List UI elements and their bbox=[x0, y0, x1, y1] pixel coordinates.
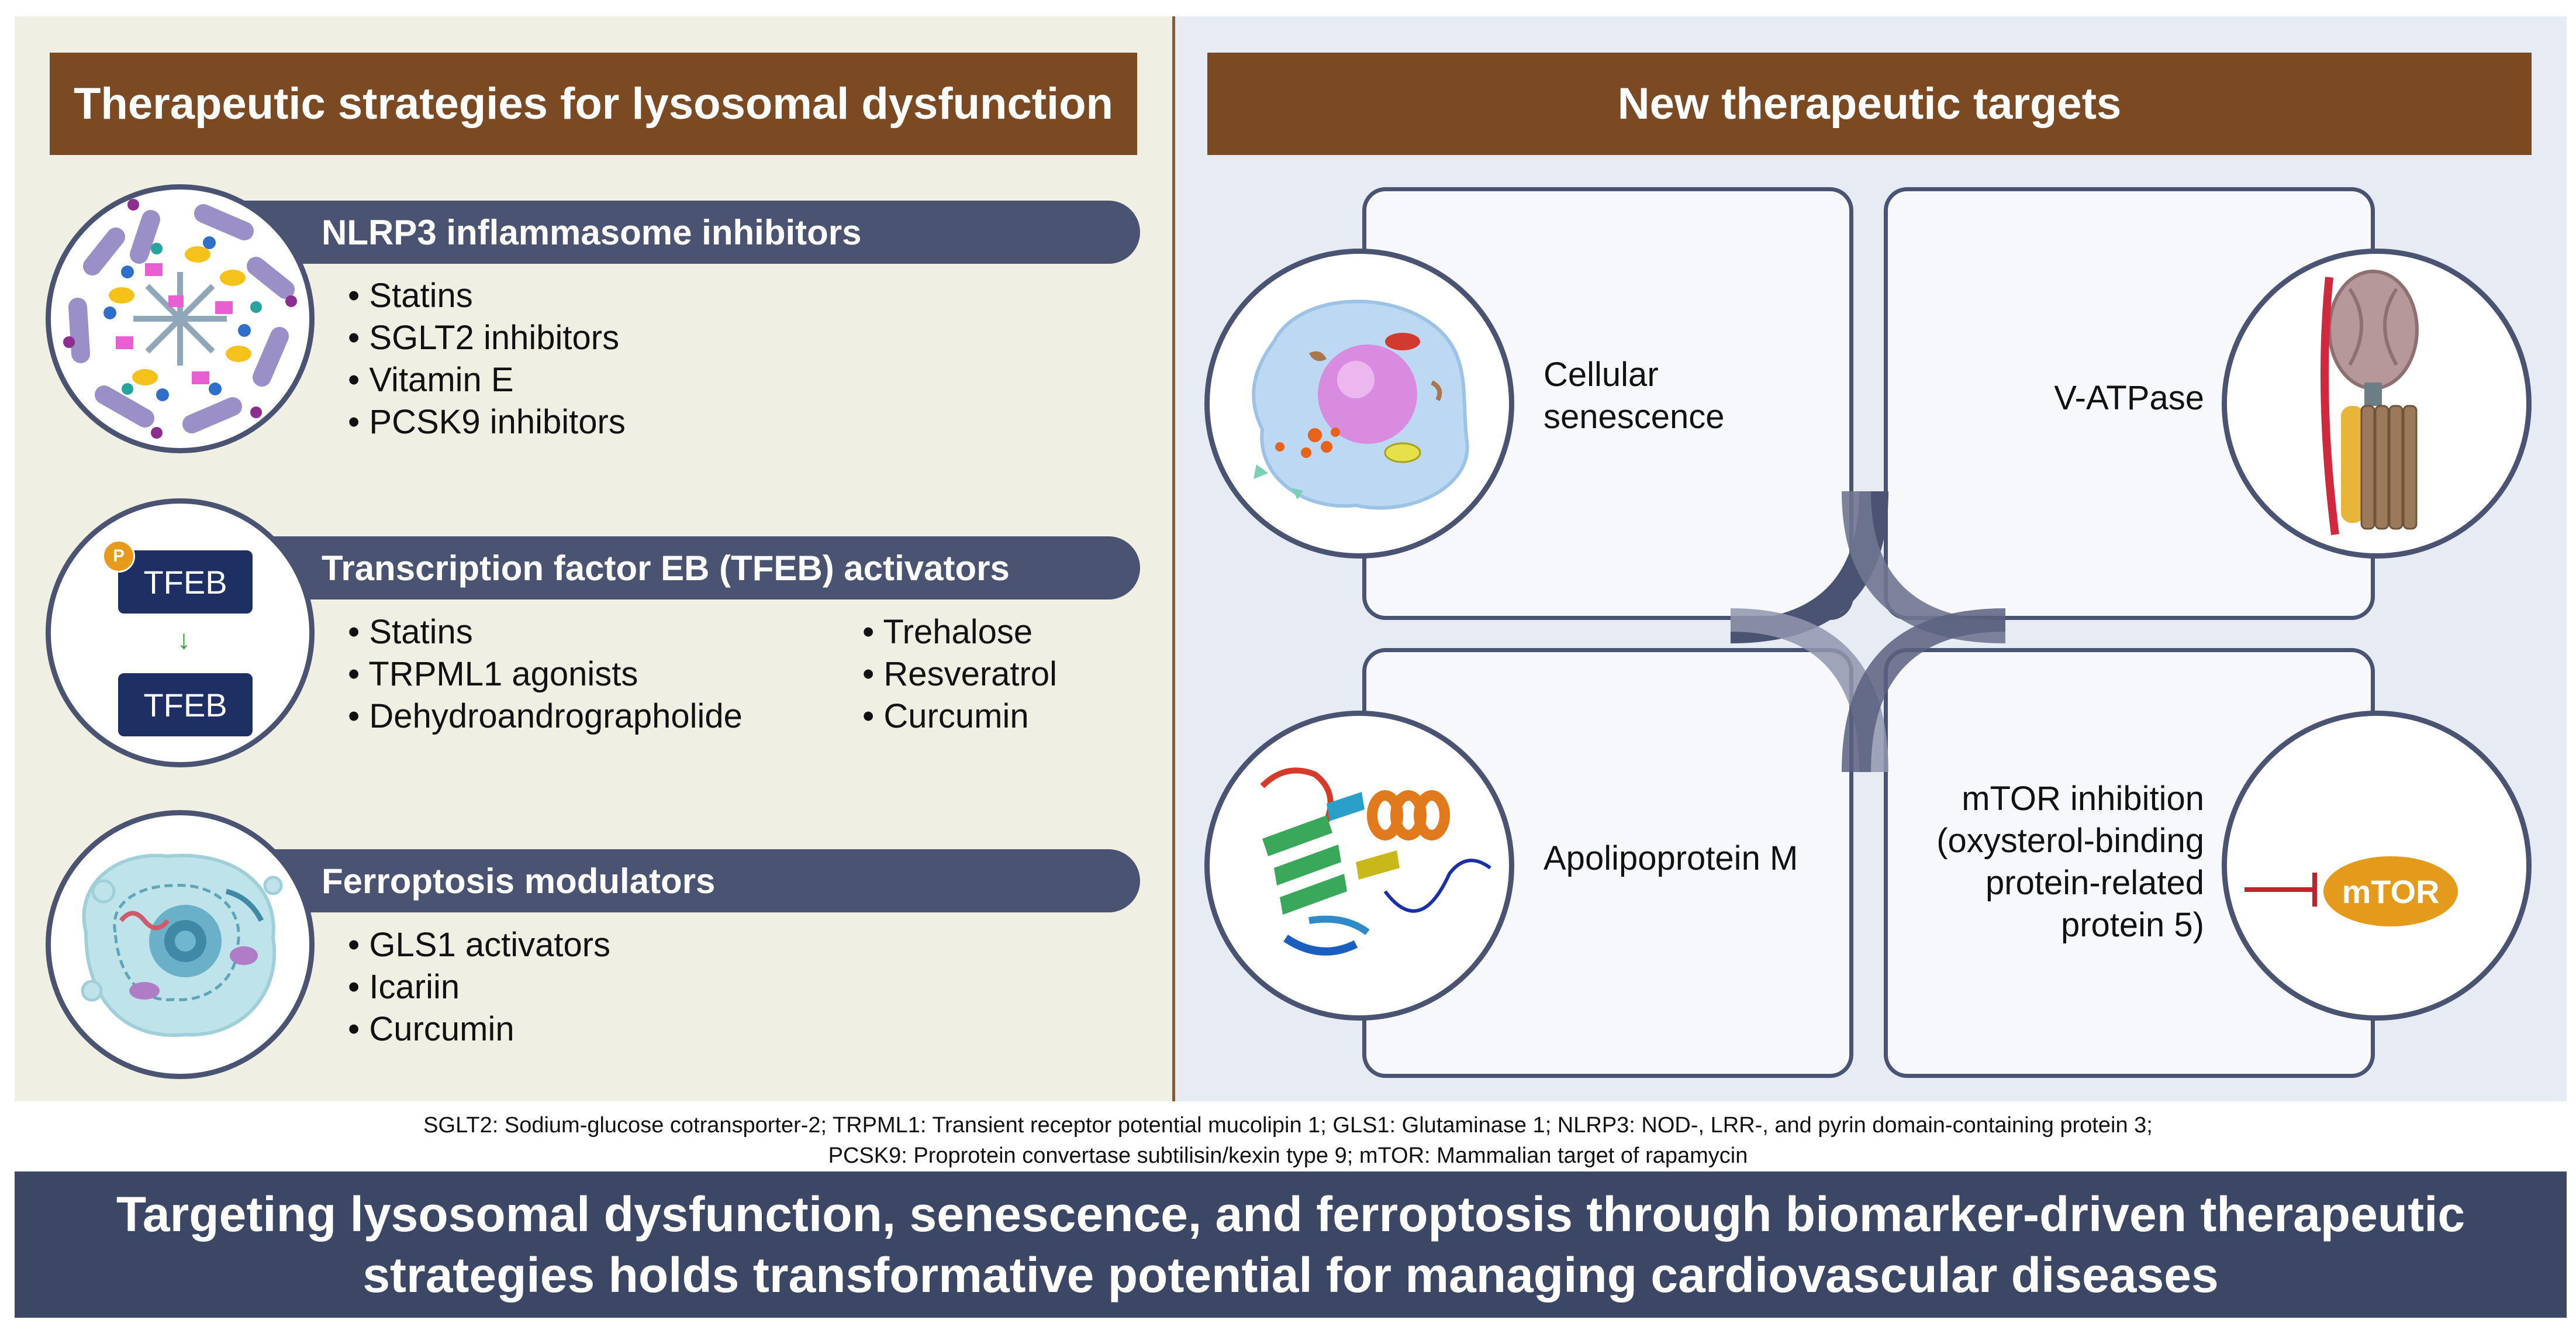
list-item: Statins bbox=[348, 611, 743, 653]
tfeb-box-bottom: TFEB bbox=[118, 673, 253, 736]
tfeb-activator-list-2: Trehalose Resveratrol Curcumin bbox=[862, 611, 1057, 738]
target-label-senescence: Cellular senescence bbox=[1543, 356, 1725, 436]
inhibition-line bbox=[2244, 887, 2315, 892]
phosphate-badge: P bbox=[102, 540, 135, 573]
arrow-down-icon: ↓ bbox=[177, 624, 191, 654]
panel-divider bbox=[1172, 16, 1175, 1101]
list-item: Dehydroandrographolide bbox=[348, 695, 742, 738]
right-panel-title: New therapeutic targets bbox=[1207, 53, 2532, 155]
section-title-ferroptosis: Ferroptosis modulators bbox=[228, 849, 1140, 912]
list-item: Icariin bbox=[348, 966, 610, 1008]
tfeb-phosphorylation-icon: P TFEB ↓ TFEB bbox=[46, 498, 315, 767]
conclusion-line: Targeting lysosomal dysfunction, senesce… bbox=[116, 1187, 2465, 1242]
center-connector-icon bbox=[1731, 491, 2005, 772]
mtor-label-line: mTOR inhibition bbox=[1962, 780, 2204, 818]
ferroptosis-modulator-list: GLS1 activators Icariin Curcumin bbox=[348, 924, 610, 1050]
target-label-vatpase: V-ATPase bbox=[2054, 379, 2204, 417]
list-item: Curcumin bbox=[348, 1008, 610, 1050]
list-item: SGLT2 inhibitors bbox=[348, 317, 626, 359]
target-label-apolipoprotein: Apolipoprotein M bbox=[1543, 839, 1798, 877]
list-item: Trehalose bbox=[862, 611, 1057, 653]
list-item: Vitamin E bbox=[348, 359, 626, 401]
footnote-line: SGLT2: Sodium-glucose cotransporter-2; T… bbox=[423, 1113, 2153, 1138]
tfeb-box-top: TFEB bbox=[118, 550, 253, 614]
senescent-cell-icon bbox=[1204, 249, 1514, 559]
mtor-inhibition-icon: mTOR bbox=[2222, 711, 2532, 1021]
section-title-text: NLRP3 inflammasome inhibitors bbox=[322, 212, 862, 252]
list-item: Statins bbox=[348, 275, 626, 317]
conclusion-line: strategies holds transformative potentia… bbox=[362, 1248, 2219, 1303]
mtor-label-line: protein-related bbox=[1985, 864, 2204, 902]
section-title-text: Transcription factor EB (TFEB) activator… bbox=[322, 548, 1010, 588]
footnote-line: PCSK9: Proprotein convertase subtilisin/… bbox=[828, 1143, 1748, 1168]
section-title-tfeb: Transcription factor EB (TFEB) activator… bbox=[228, 536, 1140, 599]
abbreviation-footnote: SGLT2: Sodium-glucose cotransporter-2; T… bbox=[0, 1110, 2576, 1171]
v-atpase-icon bbox=[2222, 249, 2532, 559]
list-item: GLS1 activators bbox=[348, 924, 610, 966]
tfeb-activator-list-1: Statins TRPML1 agonists Dehydroandrograp… bbox=[348, 611, 743, 738]
nlrp3-inhibitor-list: Statins SGLT2 inhibitors Vitamin E PCSK9… bbox=[348, 275, 626, 443]
inflammasome-icon bbox=[46, 184, 315, 453]
list-item: TRPML1 agonists bbox=[348, 653, 743, 695]
section-title-nlrp3: NLRP3 inflammasome inhibitors bbox=[228, 201, 1140, 264]
list-item: Resveratrol bbox=[862, 653, 1057, 695]
apolipoprotein-structure-icon bbox=[1204, 711, 1514, 1021]
target-label-mtor: mTOR inhibition (oxysterol-binding prote… bbox=[1894, 778, 2204, 946]
list-item: Curcumin bbox=[862, 695, 1057, 738]
mtor-label-line: (oxysterol-binding bbox=[1936, 822, 2204, 860]
ferroptosis-cell-icon bbox=[46, 810, 315, 1079]
list-item: PCSK9 inhibitors bbox=[348, 401, 625, 443]
conclusion-banner: Targeting lysosomal dysfunction, senesce… bbox=[15, 1171, 2567, 1318]
inhibition-bar bbox=[2312, 873, 2317, 907]
mtor-label: mTOR bbox=[2323, 856, 2458, 926]
section-title-text: Ferroptosis modulators bbox=[322, 861, 716, 901]
left-panel-title: Therapeutic strategies for lysosomal dys… bbox=[50, 53, 1137, 155]
target-box-senescence bbox=[1362, 187, 1853, 620]
mtor-label-line: protein 5) bbox=[2060, 906, 2204, 944]
